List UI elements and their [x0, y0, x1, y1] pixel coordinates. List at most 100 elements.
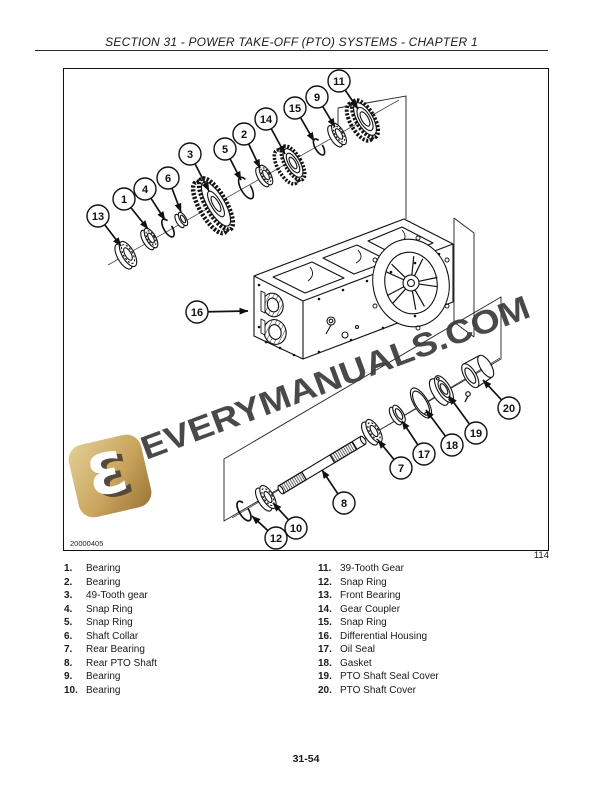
parts-list-item: 3.49-Tooth gear: [64, 589, 157, 603]
part-label: Gear Coupler: [340, 603, 401, 615]
parts-list-item: 10.Bearing: [64, 684, 157, 698]
callout-circle: [178, 142, 202, 166]
callout-circle: [332, 491, 356, 515]
callout-circle: [86, 204, 110, 228]
callout-2: 2: [232, 122, 261, 169]
callout-8: 8: [321, 469, 356, 515]
figure-number: 114: [533, 550, 549, 561]
callout-5: 5: [213, 137, 242, 181]
part-number: 20.: [318, 684, 332, 696]
callout-16: 16: [185, 300, 249, 324]
part-number: 10.: [64, 684, 78, 696]
part-number: 12.: [318, 576, 332, 588]
rear-bearing-7: [360, 418, 383, 446]
callout-circle: [156, 166, 180, 190]
callout-arrow: [425, 409, 446, 437]
part-label: 39-Tooth Gear: [340, 563, 404, 574]
callout-20: 20: [482, 379, 521, 420]
part-label: 49-Tooth gear: [86, 590, 148, 602]
part-number: 13.: [318, 590, 332, 602]
callout-arrow: [229, 158, 242, 181]
parts-list-item: 1.Bearing: [64, 562, 157, 576]
callout-13: 13: [86, 204, 122, 247]
callout-3: 3: [178, 142, 210, 192]
bearing-9: [327, 122, 347, 148]
callout-arrow: [171, 188, 182, 213]
callout-circle: [112, 187, 136, 211]
callout-circle: [213, 137, 237, 161]
part-number: 2.: [64, 576, 73, 588]
header-rule: [35, 49, 548, 51]
callout-4: 4: [133, 177, 166, 221]
callout-number: 11: [333, 76, 345, 88]
callout-arrow: [377, 439, 395, 460]
parts-list-item: 2.Bearing: [64, 576, 157, 590]
parts-list-item: 17. Oil Seal: [318, 643, 439, 657]
part-label: Oil Seal: [340, 644, 376, 656]
callout-arrow: [248, 144, 261, 169]
part-number: 8.: [64, 657, 73, 669]
part-label: PTO Shaft Seal Cover: [340, 671, 439, 683]
callout-arrow: [300, 117, 315, 142]
parts-list-item: 9. Bearing: [64, 670, 157, 684]
part-number: 9.: [64, 671, 73, 683]
part-number: 4.: [64, 603, 73, 615]
part-label: PTO Shaft Cover: [340, 684, 416, 696]
callout-circle: [284, 516, 308, 540]
pto-shaft-cover-20: [461, 354, 495, 389]
callout-7: 7: [377, 439, 413, 480]
snap-ring-12: [236, 500, 252, 522]
callout-number: 3: [187, 149, 193, 161]
rear-pto-shaft-8: [277, 435, 367, 495]
gear-49-tooth-3: [190, 176, 236, 236]
callout-circle: [464, 421, 488, 445]
part-number: 17.: [318, 644, 332, 656]
part-number: 1.: [64, 563, 73, 574]
snap-ring-5: [237, 176, 255, 200]
callout-15: 15: [283, 96, 315, 142]
callout-arrow: [322, 106, 336, 128]
part-label: Rear Bearing: [86, 644, 145, 656]
part-label: Snap Ring: [86, 617, 133, 629]
parts-list-item: 15.Snap Ring: [318, 616, 439, 630]
callout-circle: [389, 456, 413, 480]
parts-list-item: 16. Differential Housing: [318, 630, 439, 644]
callout-arrow: [130, 207, 149, 230]
part-label: Snap Ring: [86, 603, 133, 615]
callout-9: 9: [305, 85, 336, 128]
part-label: Differential Housing: [340, 630, 428, 642]
callout-number: 15: [289, 103, 301, 115]
watermark-logo: Ɛ Ɛ: [68, 434, 152, 518]
callout-number: 1: [121, 194, 127, 206]
cover-bolt: [465, 391, 471, 397]
front-bearing-13: [114, 240, 138, 270]
callout-circle: [264, 526, 288, 550]
callout-arrow: [401, 420, 419, 445]
parts-list-item: 20. PTO Shaft Cover: [318, 684, 439, 698]
callout-number: 19: [470, 428, 482, 440]
callout-arrow: [321, 469, 339, 494]
part-label: Bearing: [86, 671, 121, 683]
callout-number: 18: [446, 440, 458, 452]
callout-14: 14: [254, 107, 286, 155]
part-label: Snap Ring: [340, 576, 387, 588]
bearing-10: [254, 484, 277, 512]
callout-18: 18: [425, 409, 464, 457]
part-number: 16.: [318, 630, 332, 642]
parts-list-item: 14.Gear Coupler: [318, 603, 439, 617]
callout-number: 17: [418, 449, 430, 461]
callout-arrow: [344, 90, 359, 110]
parts-list-item: 5.Snap Ring: [64, 616, 157, 630]
callout-19: 19: [448, 395, 488, 445]
page-number: 31-54: [292, 753, 320, 765]
callout-circle: [133, 177, 157, 201]
callout-number: 10: [290, 523, 302, 535]
part-number: 7.: [64, 644, 73, 656]
snap-ring-15: [312, 138, 326, 156]
parts-list-item: 8.Rear PTO Shaft: [64, 657, 157, 671]
callout-number: 9: [314, 92, 320, 104]
parts-list-item: 6.Shaft Collar: [64, 630, 157, 644]
callout-number: 8: [341, 498, 347, 510]
